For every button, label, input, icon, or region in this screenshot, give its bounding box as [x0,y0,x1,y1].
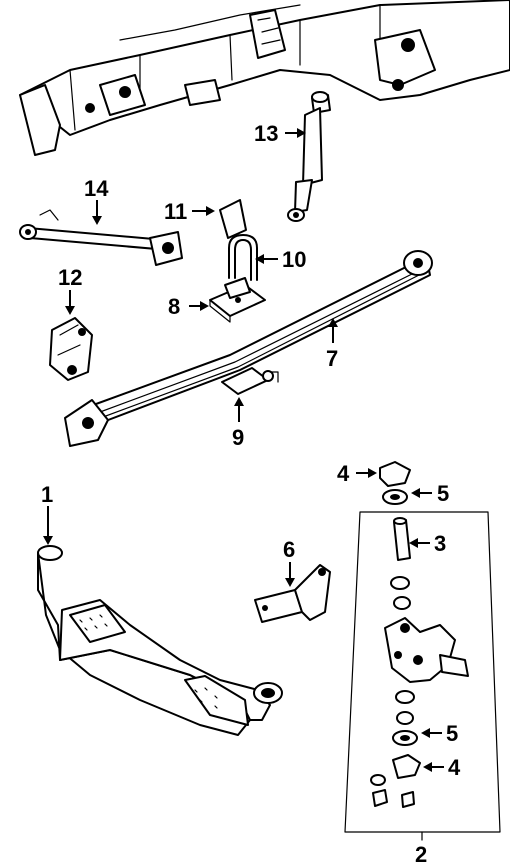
callout-11: 11 [164,199,187,224]
callout-14: 14 [84,176,109,201]
callout-6: 6 [283,537,295,562]
kingpin-kit-group [344,461,501,841]
callout-3: 3 [434,531,446,556]
callout-12: 12 [58,265,82,290]
spring-plate [221,367,279,395]
callout-1: 1 [41,482,53,507]
track-bar [19,209,183,266]
bump-stop [219,199,247,239]
callout-4-top: 4 [337,461,350,486]
vehicle-frame [19,0,510,156]
callout-9: 9 [232,425,244,450]
callout-13: 13 [254,121,278,146]
callout-10: 10 [282,247,306,272]
callout-5-lower: 5 [446,721,458,746]
callout-labels: 13 14 11 10 12 8 7 9 4 5 1 3 6 5 4 2 [41,121,461,867]
spring-seat [209,277,266,323]
callout-7: 7 [326,346,338,371]
callout-arrows [43,128,444,772]
leaf-spring [64,250,433,447]
spring-shackle [49,317,93,381]
callout-8: 8 [168,294,180,319]
callout-2: 2 [415,842,427,867]
callout-5-top: 5 [437,481,449,506]
callout-4-lower: 4 [448,755,461,780]
front-axle [37,545,283,736]
shock-absorber [287,91,331,222]
bracket [254,564,331,623]
u-bolt [228,234,258,281]
